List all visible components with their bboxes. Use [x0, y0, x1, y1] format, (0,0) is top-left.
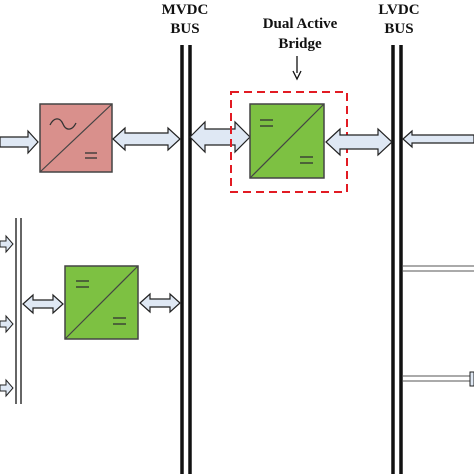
lvdc-bus [391, 45, 403, 474]
double-arrow-icon [402, 129, 474, 149]
double-arrow-icon [139, 292, 181, 314]
lvdc-label-line1: LVDC [378, 2, 419, 18]
double-arrow-icon [112, 126, 181, 152]
dab-pointer-arrow [292, 56, 302, 81]
mvdc-label-line1: MVDC [162, 2, 209, 18]
mvdc-bus [180, 45, 192, 474]
double-arrow-icon [325, 127, 393, 157]
ac-dc-converter-icon [39, 103, 113, 173]
double-arrow-icon [22, 293, 64, 315]
dab-highlight-box [230, 91, 348, 193]
dab-label-line2: Bridge [278, 36, 322, 52]
input-arrow-1 [0, 234, 14, 254]
mvdc-label-line2: BUS [170, 21, 199, 37]
lvdc-label-line2: BUS [384, 21, 413, 37]
dc-dc-converter-icon [64, 265, 139, 340]
input-arrow-ac [0, 129, 39, 155]
lvdc-feeder-lower [403, 371, 474, 387]
lvdc-feeder-upper [403, 265, 474, 272]
local-dc-bus [15, 218, 22, 404]
input-arrow-3 [0, 378, 14, 398]
dab-label-line1: Dual Active [263, 16, 338, 32]
double-arrow-icon [189, 120, 251, 154]
dc-dc-converter-icon [249, 103, 325, 179]
input-arrow-2 [0, 314, 14, 334]
